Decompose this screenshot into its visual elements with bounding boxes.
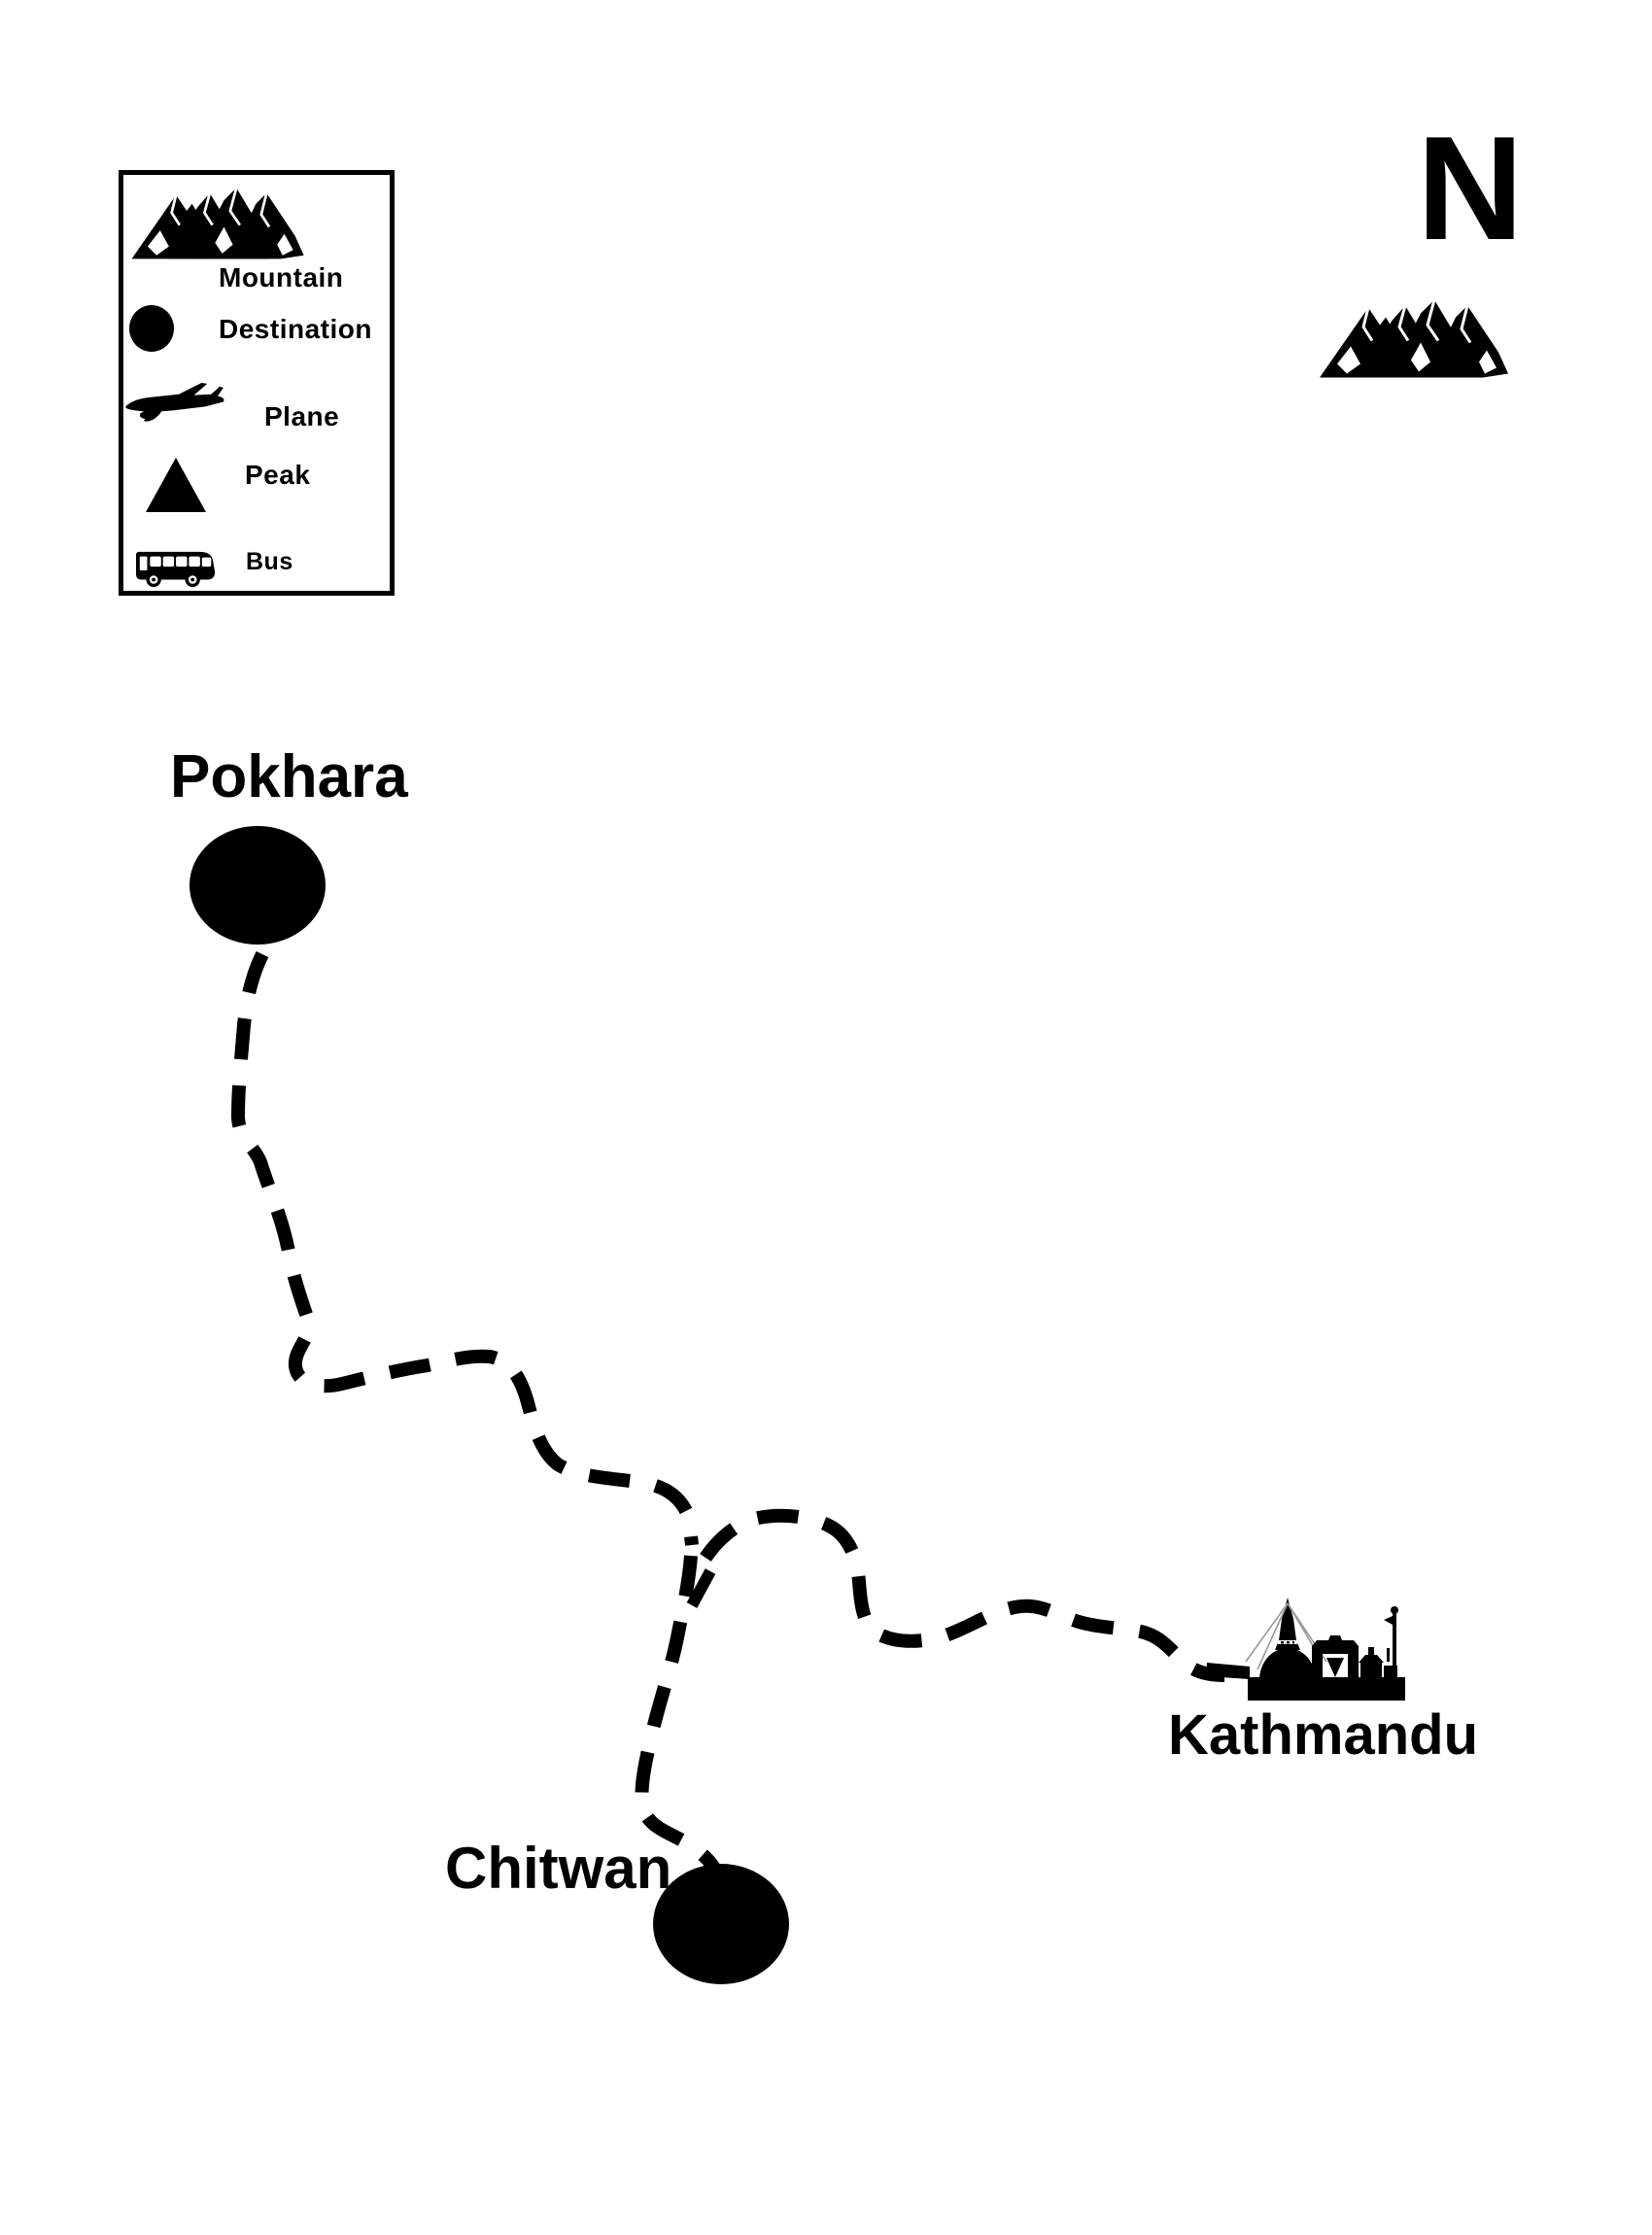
pokhara-destination-dot <box>189 826 326 945</box>
legend-label-plane: Plane <box>264 401 340 431</box>
route-pokhara-junction <box>231 950 699 1546</box>
kathmandu-label: Kathmandu <box>1168 1703 1478 1767</box>
legend: Mountain Destination Plane Peak Bus <box>119 170 395 596</box>
legend-label-mountain: Mountain <box>219 262 344 292</box>
destination-icon <box>129 305 174 352</box>
legend-label-peak: Peak <box>245 460 311 490</box>
chitwan-label: Chitwan <box>445 1836 672 1901</box>
legend-label-bus: Bus <box>246 548 293 575</box>
legend-label-destination: Destination <box>219 314 372 344</box>
route-junction-chitwan <box>635 1555 723 1875</box>
north-indicator: N <box>1417 106 1524 271</box>
peak-icon <box>146 458 206 512</box>
route-junction-kathmandu <box>700 1508 1225 1682</box>
pokhara-label: Pokhara <box>170 743 408 810</box>
kathmandu-skyline-icon <box>1206 1598 1405 1701</box>
junction-fork-mark <box>686 1568 716 1608</box>
chitwan-destination-dot <box>653 1864 789 1984</box>
